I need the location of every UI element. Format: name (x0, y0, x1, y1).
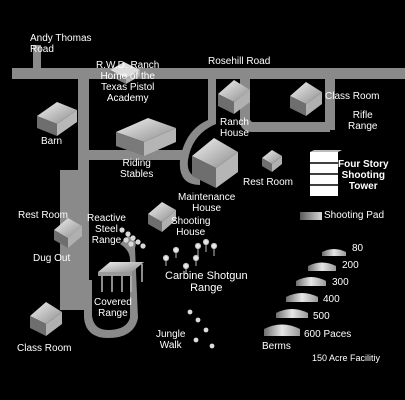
rwd-ranch-label: R.W.D. Ranch Home of the Texas Pistol Ac… (96, 60, 159, 104)
maintenance-line2: House (192, 203, 222, 214)
shooting-line2: House (176, 227, 206, 238)
rest-room-left-building (54, 218, 82, 248)
covered-range-label: Covered Range (94, 297, 132, 319)
carbine-range-targets (162, 238, 218, 274)
rifle-range-label: Rifle Range (348, 110, 377, 132)
rest-room-left-label: Rest Room (18, 210, 69, 221)
andy-thomas-line1: Andy Thomas (30, 33, 92, 44)
shooting-house-label: Shooting House (171, 216, 210, 238)
acreage-label: 150 Acre Facilitiy (312, 353, 381, 363)
reactive-steel-targets (119, 227, 146, 249)
berm-label-300: 300 (332, 277, 349, 288)
buildings (30, 62, 342, 336)
shooting-house-building (148, 202, 176, 232)
carbine-shotgun-label: Carbine Shotgun Range (165, 270, 248, 294)
east-drive (325, 78, 335, 130)
reactive-steel-label: Reactive Steel Range (87, 213, 126, 246)
rest-room-right-building (262, 150, 282, 172)
ranch-house-drive (240, 78, 330, 132)
reactive-line1: Reactive (87, 213, 126, 224)
tower-line2: Shooting (341, 170, 385, 181)
west-drive (89, 150, 184, 160)
berm-label-600: 600 Paces (304, 329, 352, 340)
rifle-line2: Range (348, 121, 378, 132)
covered-line1: Covered (94, 297, 132, 308)
riding-stables-label: Riding Stables (120, 158, 153, 180)
berm-300 (296, 277, 326, 286)
main-north-south-road (78, 70, 89, 310)
ranch-house-label: Ranch House (220, 117, 249, 139)
covered-range-loop (84, 236, 138, 338)
jungle-walk-markers (187, 309, 215, 349)
berms (264, 249, 346, 336)
riding-line2: Stables (120, 169, 154, 180)
ranch-house-building (218, 80, 250, 114)
shooting-pad-swatch (300, 212, 322, 220)
dug-out-label: Dug Out (33, 253, 71, 264)
maintenance-line1: Maintenance (178, 192, 236, 203)
riding-stables-building (116, 118, 176, 156)
jungle-walk-label: Jungle Walk (156, 329, 185, 351)
berm-label-400: 400 (323, 294, 340, 305)
berm-500 (276, 309, 308, 318)
shooting-tower (310, 150, 342, 196)
maintenance-house-building (192, 138, 238, 188)
covered-range-structure (98, 262, 144, 292)
class-room-bottom-label: Class Room (17, 343, 72, 354)
rwd-line3: Texas Pistol (101, 82, 155, 93)
berm-label-500: 500 (313, 311, 330, 322)
reactive-line2: Steel (95, 224, 118, 235)
berm-200 (308, 262, 336, 271)
tower-line3: Tower (348, 181, 378, 192)
berms-label: Berms (262, 341, 291, 352)
riding-line1: Riding (122, 158, 151, 169)
rwd-line4: Academy (106, 93, 149, 104)
carbine-line2: Range (190, 282, 223, 294)
berm-80 (322, 249, 346, 256)
tower-line1: Four Story (338, 159, 389, 170)
ranch-line1: Ranch (220, 117, 249, 128)
jungle-line1: Jungle (156, 329, 186, 340)
class-room-top-label: Class Room (325, 91, 380, 102)
maintenance-house-label: Maintenance House (178, 192, 235, 214)
barn-label: Barn (41, 136, 63, 147)
maintenance-loop-road (179, 78, 216, 185)
carbine-line1: Carbine Shotgun (165, 270, 248, 282)
reactive-line3: Range (91, 235, 122, 246)
andy-thomas-line2: Road (30, 44, 54, 55)
shooting-pad-legend-label: Shooting Pad (324, 210, 385, 221)
berm-label-80: 80 (352, 243, 364, 254)
shooting-tower-label: Four Story Shooting Tower (338, 159, 389, 192)
andy-thomas-road-label: Andy Thomas Road (30, 33, 92, 55)
jungle-line2: Walk (159, 340, 182, 351)
andy-thomas-road (33, 45, 41, 71)
shooting-line1: Shooting (171, 216, 211, 227)
covered-line2: Range (98, 308, 128, 319)
berm-label-200: 200 (342, 260, 359, 271)
ranch-line2: House (220, 128, 249, 139)
rwd-line1: R.W.D. Ranch (96, 60, 160, 71)
class-room-bottom-building (30, 302, 62, 336)
rosehill-road (12, 68, 405, 79)
barn-building (37, 102, 77, 136)
rwd-line2: Home of the (100, 71, 155, 82)
rest-room-right-label: Rest Room (243, 177, 294, 188)
rosehill-road-label: Rosehill Road (208, 56, 271, 67)
rifle-line1: Rifle (352, 110, 373, 121)
berm-400 (286, 293, 318, 302)
rwd-ranch-building (110, 62, 140, 84)
class-room-top-building (290, 82, 322, 116)
berm-600 (264, 324, 300, 336)
